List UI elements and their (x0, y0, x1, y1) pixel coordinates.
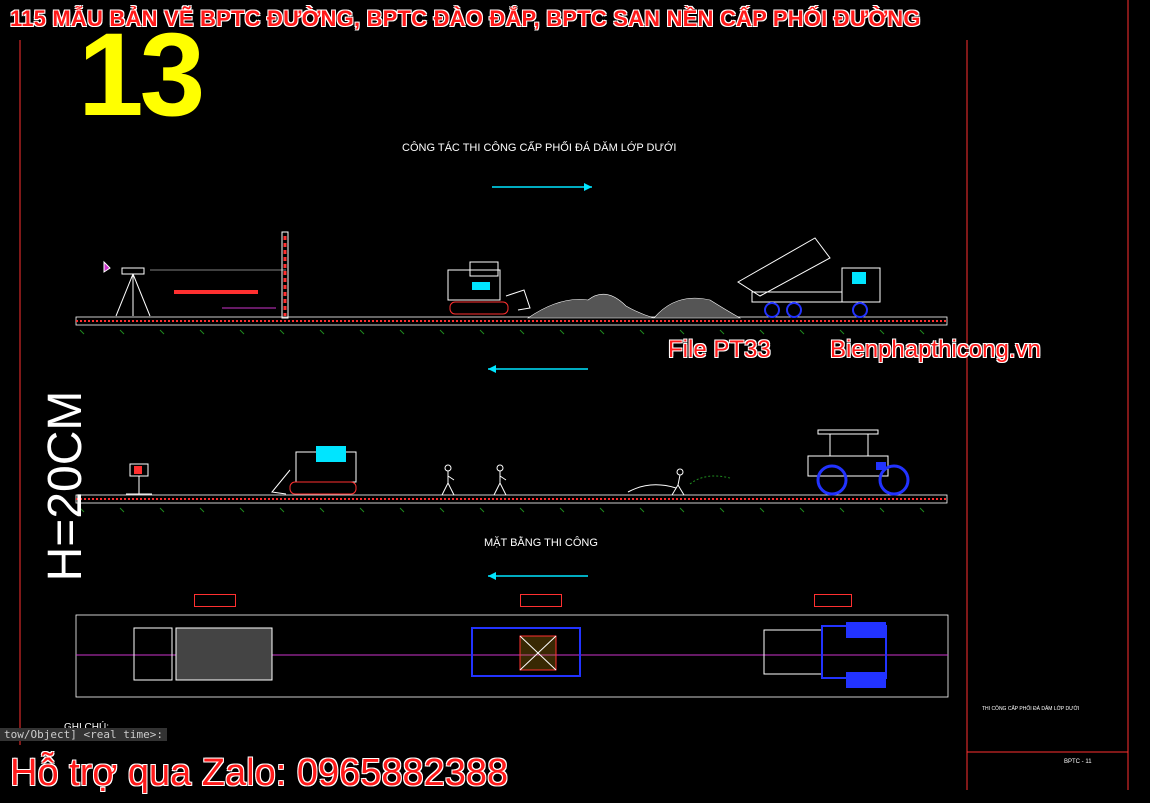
survey-tripod-icon (103, 260, 151, 317)
sheet-number: BPTC - 11 (1064, 759, 1092, 765)
plan-road-outline (75, 614, 949, 698)
file-label: File PT33 (668, 336, 771, 363)
direction-arrow-left-plan-icon (488, 572, 588, 580)
zalo-support-label: Hỗ trợ qua Zalo: 0965882388 (10, 752, 509, 794)
section1-title: CÔNG TÁC THI CÔNG CẤP PHỐI ĐÁ DĂM LỚP DƯ… (402, 142, 677, 154)
thickness-label: H=20CM (39, 390, 92, 582)
density-gauge-icon (126, 463, 152, 495)
plan-tag-roller (814, 594, 852, 607)
bulldozer-icon (447, 261, 531, 315)
plan-bulldozer-icon (471, 627, 581, 677)
direction-arrow-left-icon (488, 365, 588, 373)
grader-icon (271, 446, 357, 495)
ground-line-section1 (75, 316, 948, 335)
titleblock-caption: THI CÔNG CẤP PHỐI ĐÁ DĂM LỚP DƯỚI (982, 706, 1080, 712)
aggregate-pile-1 (527, 293, 655, 319)
leveling-staff-icon (281, 231, 289, 319)
notes-heading: GHI CHÚ: (64, 722, 109, 733)
section3-title: MẶT BẰNG THI CÔNG (484, 537, 598, 549)
aggregate-pile-2 (653, 297, 742, 319)
plan-tag-grader (520, 594, 562, 607)
sheet-big-number: 13 (78, 9, 205, 141)
ground-line-section2 (75, 494, 948, 513)
banner-title: 115 MẪU BẢN VẼ BPTC ĐƯỜNG, BPTC ĐÀO ĐẮP,… (10, 6, 921, 31)
worker-icon (441, 464, 685, 496)
dump-truck-icon (737, 237, 881, 318)
plan-roller-icon (763, 622, 887, 688)
road-roller-icon (807, 429, 910, 496)
cad-command-line[interactable]: tow/Object] <real time>: (0, 728, 167, 741)
plan-dump-truck-icon (133, 627, 273, 681)
level-bar (174, 290, 258, 294)
water-hose (627, 484, 677, 493)
direction-arrow-right-icon (492, 183, 592, 191)
site-label: Bienphapthicong.vn (830, 336, 1041, 363)
water-spray (689, 475, 731, 485)
plan-tag-truck (194, 594, 236, 607)
